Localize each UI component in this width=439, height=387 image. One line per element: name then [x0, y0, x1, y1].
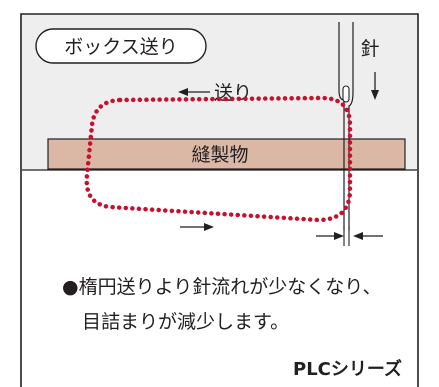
- feed-left-arrow-icon: [178, 88, 210, 96]
- deflection-indicator-icon: [316, 226, 383, 246]
- description-line-1: ●楕円送りより針流れが少なくなり、: [62, 276, 381, 298]
- series-label: PLCシリーズ: [293, 358, 402, 380]
- title-pill-label: ボックス送り: [64, 36, 177, 58]
- material-label: 縫製物: [191, 144, 248, 166]
- feed-right-arrow-icon: [180, 223, 214, 231]
- title-pill: [35, 28, 207, 64]
- needle-label: 針: [360, 38, 379, 60]
- outer-frame: [20, 13, 419, 387]
- needle-icon: [338, 22, 354, 230]
- sewn-material: [47, 138, 406, 170]
- description-line-2: 目詰まりが減少します。: [82, 311, 289, 333]
- needle-down-arrow-icon: [371, 72, 379, 100]
- box-feed-path: [84, 95, 353, 223]
